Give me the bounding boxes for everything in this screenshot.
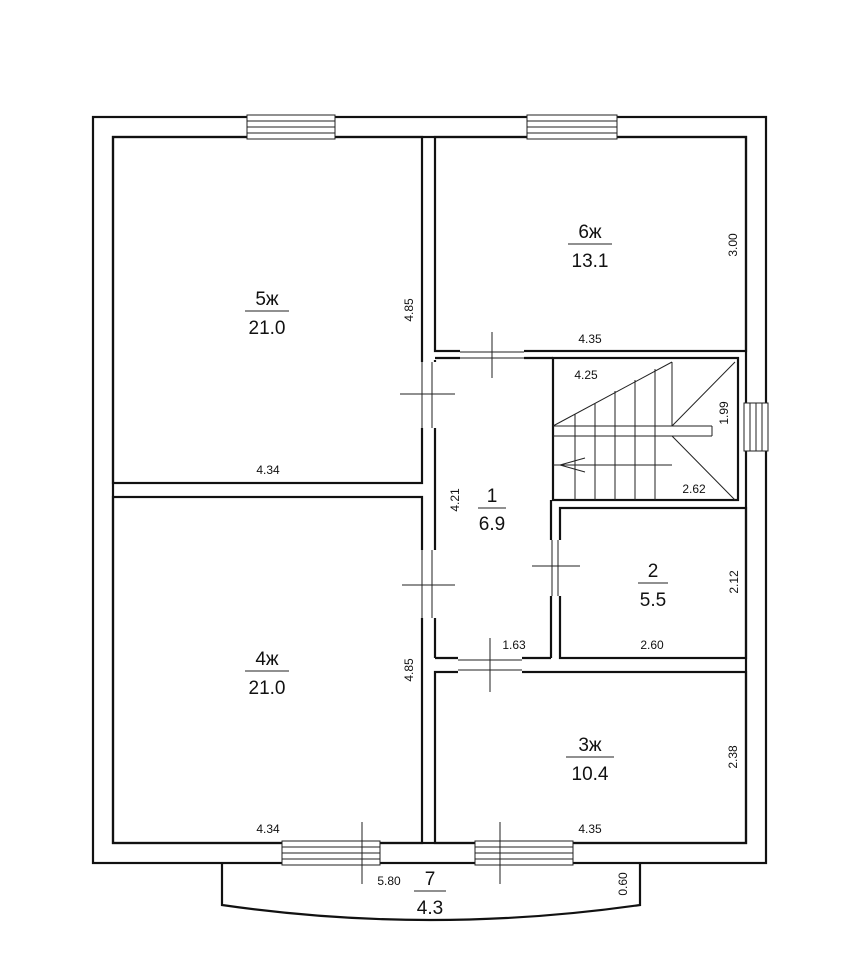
room-6-number: 6ж <box>578 222 602 243</box>
window-bottom-right <box>474 840 574 866</box>
room-3-outline <box>433 670 748 845</box>
door-room4 <box>402 550 455 618</box>
window-right-side <box>743 402 769 452</box>
room-5-outline <box>111 135 424 485</box>
room-6-dim-height: 3.00 <box>726 233 740 257</box>
room-5-number: 5ж <box>255 289 279 310</box>
room-4-dim-height: 4.85 <box>402 658 416 682</box>
room-3-number: 3ж <box>578 735 602 756</box>
room-3-area: 10.4 <box>572 764 609 785</box>
stair-dim-width: 4.25 <box>574 368 598 382</box>
door-room3 <box>458 638 522 692</box>
room-3-dim-height: 2.38 <box>726 745 740 769</box>
room-7-number: 7 <box>425 869 436 890</box>
room-3-dim-width: 4.35 <box>578 822 602 836</box>
door-room2 <box>532 540 580 596</box>
room-4-number: 4ж <box>255 649 279 670</box>
room-4-outline <box>111 495 424 845</box>
room-7-dim-depth: 0.60 <box>616 872 630 896</box>
window-top-left <box>246 114 336 140</box>
room-5-area: 21.0 <box>249 318 286 339</box>
window-top-right <box>526 114 618 140</box>
window-bottom-left <box>281 840 381 866</box>
balcony-outline <box>220 863 642 922</box>
room-1-dim-width: 1.63 <box>502 638 526 652</box>
room-1-dim-height: 4.21 <box>448 488 462 512</box>
stair-dim-height: 1.99 <box>717 401 731 425</box>
room-5-dim-height: 4.85 <box>402 298 416 322</box>
room-7-dim-width: 5.80 <box>377 874 401 888</box>
room-6-area: 13.1 <box>572 251 609 272</box>
room-2-dim-width: 2.60 <box>640 638 664 652</box>
room-7-area: 4.3 <box>417 898 443 919</box>
outer-wall-outer <box>91 115 768 865</box>
outer-wall-inner <box>111 135 748 845</box>
room-1-area: 6.9 <box>479 514 505 535</box>
room-2-dim-height: 2.12 <box>727 570 741 594</box>
stair-dim-bottom: 2.62 <box>682 482 706 496</box>
room-2-area: 5.5 <box>640 590 666 611</box>
room-6-dim-width: 4.35 <box>578 332 602 346</box>
staircase <box>552 361 736 501</box>
door-room5 <box>400 362 455 428</box>
room-4-dim-width: 4.34 <box>256 822 280 836</box>
room-1-number: 1 <box>487 486 498 507</box>
door-room6 <box>460 332 524 378</box>
room-4-area: 21.0 <box>249 678 286 699</box>
room-stair-outline <box>551 356 740 502</box>
room-2-number: 2 <box>648 561 659 582</box>
room-5-dim-width: 4.34 <box>256 463 280 477</box>
